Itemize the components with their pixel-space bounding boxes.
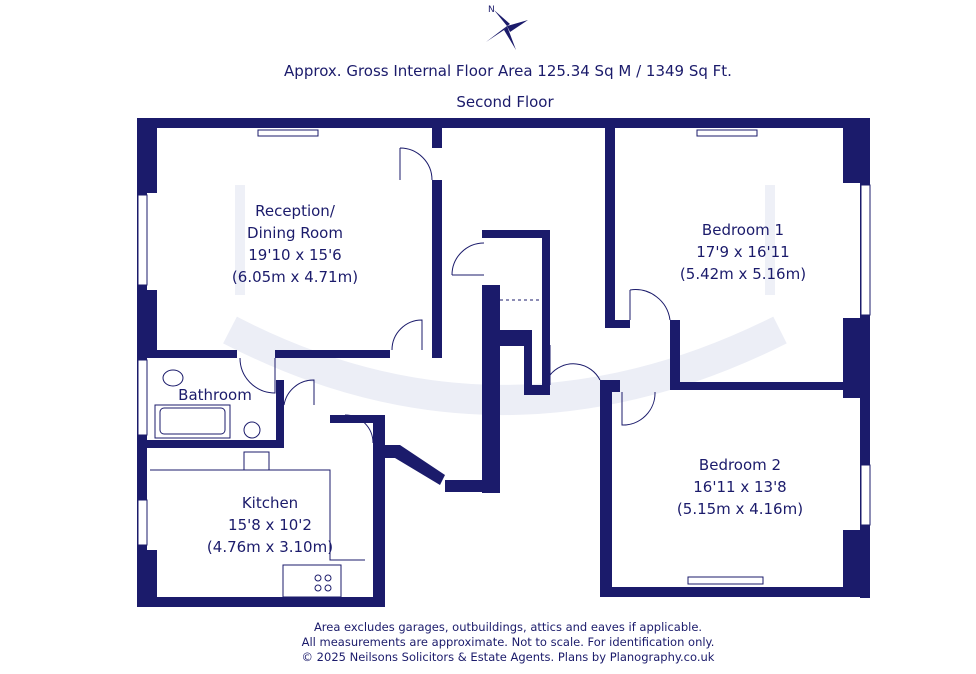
room-name: Bedroom 2 [698,456,782,474]
room-name: Bathroom [178,386,252,404]
room-bathroom: Bathroom [170,384,260,406]
disclaimer: Area excludes garages, outbuildings, att… [0,620,976,665]
room-kitchen: Kitchen 15'8 x 10'2 (4.76m x 3.10m) [190,492,350,558]
windows [137,129,871,585]
room-metric: (5.15m x 4.16m) [676,500,804,518]
floor-area-title: Approx. Gross Internal Floor Area 125.34… [284,62,732,80]
fixtures [150,147,671,598]
room-metric: (5.42m x 5.16m) [679,265,807,283]
room-name: Bedroom 1 [701,221,785,239]
disclaimer-line-2: All measurements are approximate. Not to… [301,635,715,649]
disclaimer-line-1: Area excludes garages, outbuildings, att… [313,620,703,634]
copyright: © 2025 Neilsons Solicitors & Estate Agen… [301,650,715,664]
room-bedroom-1: Bedroom 1 17'9 x 16'11 (5.42m x 5.16m) [663,219,823,285]
compass-north-label: N [488,5,495,15]
room-metric: (4.76m x 3.10m) [206,538,334,556]
room-imperial: 16'11 x 13'8 [693,478,787,496]
compass-icon: N [486,5,528,50]
room-name-2: Dining Room [247,224,343,242]
room-name: Kitchen [241,494,299,512]
room-bedroom-2: Bedroom 2 16'11 x 13'8 (5.15m x 4.16m) [660,454,820,520]
room-reception: Reception/ Dining Room 19'10 x 15'6 (6.0… [215,200,375,288]
room-imperial: 19'10 x 15'6 [248,246,342,264]
room-name: Reception/ [255,202,335,220]
room-imperial: 17'9 x 16'11 [696,243,790,261]
room-metric: (6.05m x 4.71m) [231,268,359,286]
floor-label: Second Floor [456,93,554,111]
room-imperial: 15'8 x 10'2 [228,516,312,534]
